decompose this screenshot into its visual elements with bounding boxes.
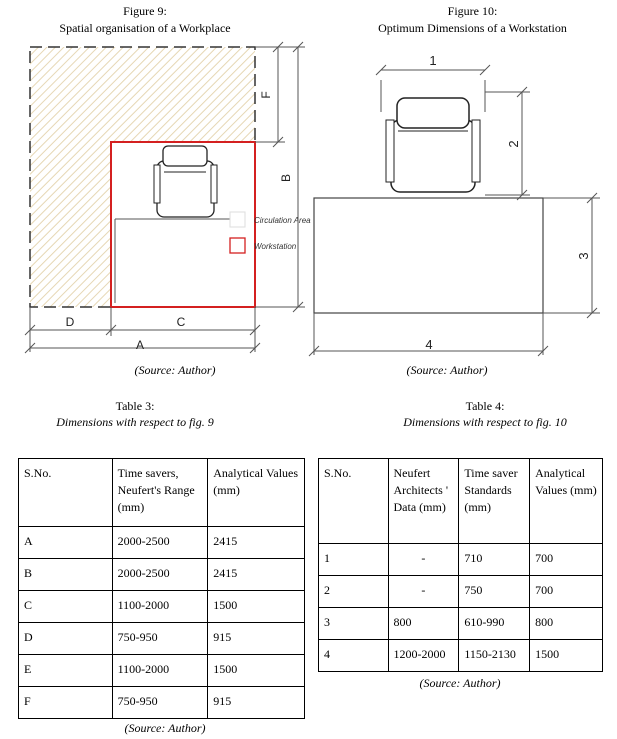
table4-header-cell: Neufert Architects ' Data (mm) [387,458,460,544]
fig9-title: Spatial organisation of a Workplace [59,21,231,35]
table-cell: 2415 [207,558,305,591]
dim-A: A [136,338,144,352]
table-cell: 2415 [207,526,305,559]
table-cell: 700 [529,575,603,608]
table3-source: (Source: Author) [124,721,206,735]
table-row: A 2000-2500 2415 [18,526,305,559]
table-cell: 2000-2500 [111,558,209,591]
fig10-title: Optimum Dimensions of a Workstation [378,21,567,35]
fig9-source: (Source: Author) [134,363,216,377]
table-cell: - [387,575,460,608]
dim-C: C [177,315,186,329]
table-cell: 800 [387,607,460,640]
table-row: B 2000-2500 2415 [18,558,305,591]
table-cell: 710 [458,543,531,576]
fig9-chair [153,145,218,218]
table3-header-cell: Time savers, Neufert's Range (mm) [111,458,209,527]
table-cell: 1500 [207,590,305,623]
table-cell: 1500 [207,654,305,687]
table-row: 2 - 750 700 [318,575,603,608]
table4-header-cell: S.No. [318,458,389,544]
table4: S.No. Neufert Architects ' Data (mm) Tim… [318,458,603,672]
table-cell: 1100-2000 [111,654,209,687]
table-cell: 1 [318,543,389,576]
table-row: E 1100-2000 1500 [18,654,305,687]
table-cell: 2000-2500 [111,526,209,559]
table-cell: 3 [318,607,389,640]
table3-header-row: S.No. Time savers, Neufert's Range (mm) … [18,458,305,527]
figures-drawing: Circulation Area Workstation F B D [24,41,600,357]
table-row: C 1100-2000 1500 [18,590,305,623]
table-cell: 4 [318,639,389,672]
table-cell: F [18,686,113,719]
table-cell: 1200-2000 [387,639,460,672]
table-cell: 800 [529,607,603,640]
legend-workstation: Workstation [254,242,297,251]
table-cell: 1100-2000 [111,590,209,623]
table3-header-cell: S.No. [18,458,113,527]
fig9-dimension-lines [24,41,305,354]
fig9-drawing: Circulation Area Workstation F B D [24,41,311,354]
table-cell: 1150-2130 [458,639,531,672]
table4-header-row: S.No. Neufert Architects ' Data (mm) Tim… [318,458,603,544]
table-row: D 750-950 915 [18,622,305,655]
table4-header-cell: Analytical Values (mm) [529,458,603,544]
circulation-area [30,47,255,307]
table3-caption: Dimensions with respect to fig. 9 [56,415,214,429]
fig10-drawing: 1 2 3 4 [308,53,600,357]
table-cell: 915 [207,686,305,719]
table4-header-cell: Time saver Standards (mm) [458,458,531,544]
dim-B: B [279,174,293,182]
table-cell: 750-950 [111,686,209,719]
table4-label: Table 4: [465,399,505,413]
table-cell: 915 [207,622,305,655]
table3-header-cell: Analytical Values (mm) [207,458,305,527]
table-cell: E [18,654,113,687]
table3: S.No. Time savers, Neufert's Range (mm) … [18,458,305,719]
table-cell: D [18,622,113,655]
table-cell: 1500 [529,639,603,672]
table-row: F 750-950 915 [18,686,305,719]
legend-circulation: Circulation Area [254,216,311,225]
table-cell: 2 [318,575,389,608]
table-cell: 750 [458,575,531,608]
table-cell: - [387,543,460,576]
dim-3: 3 [576,252,591,259]
table-cell: 700 [529,543,603,576]
table-row: 4 1200-2000 1150-2130 1500 [318,639,603,672]
table-row: 1 - 710 700 [318,543,603,576]
fig9-label: Figure 9: [123,4,167,18]
dim-1: 1 [429,53,436,68]
table-cell: 610-990 [458,607,531,640]
fig10-label: Figure 10: [447,4,498,18]
dim-2: 2 [506,140,521,147]
dim-D: D [66,315,75,329]
table-cell: C [18,590,113,623]
table-cell: A [18,526,113,559]
table4-caption: Dimensions with respect to fig. 10 [403,415,567,429]
fig10-dimension-lines [308,64,600,357]
table3-label: Table 3: [115,399,155,413]
table-cell: 750-950 [111,622,209,655]
legend-swatch-circulation [229,211,246,228]
table-cell: B [18,558,113,591]
dim-F: F [259,91,273,98]
table4-source: (Source: Author) [419,676,501,690]
fig10-source: (Source: Author) [406,363,488,377]
legend-swatch-workstation [229,237,246,254]
dim-4: 4 [425,337,432,352]
table-row: 3 800 610-990 800 [318,607,603,640]
fig10-desk [313,197,544,314]
fig10-chair [385,97,481,193]
